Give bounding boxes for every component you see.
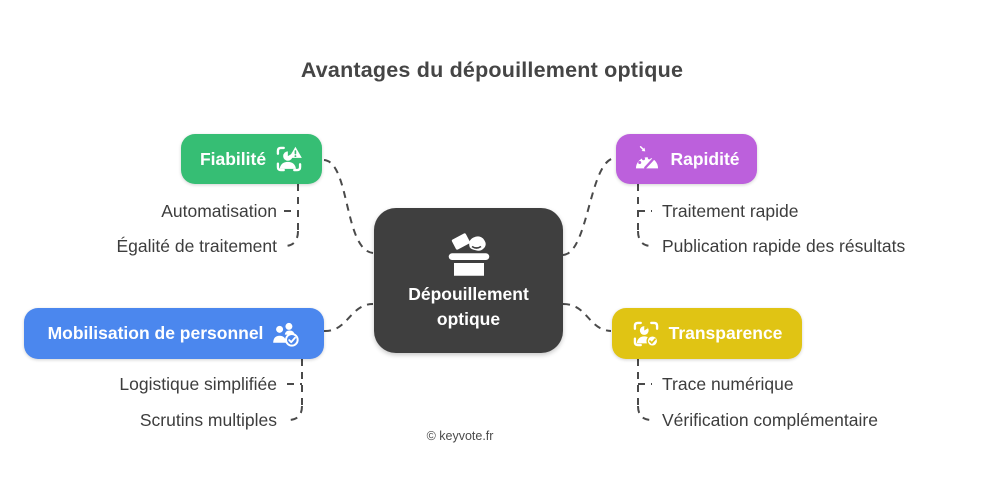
face-scan-alert-icon [275, 145, 303, 173]
link-transparence-center [562, 303, 612, 332]
link-verification [637, 405, 653, 421]
child-traitement-rapide: Traitement rapide [662, 201, 799, 221]
face-scan-check-icon [632, 320, 660, 348]
branch-label-transparence: Transparence [668, 323, 783, 343]
link-rapidite-center [562, 157, 616, 256]
link-egalite [283, 230, 299, 247]
branch-label-rapidite: Rapidité [670, 148, 740, 169]
ballot-box-icon [440, 230, 498, 282]
branch-label-fiabilite: Fiabilité [199, 148, 267, 169]
branch-node-mobilisation[interactable]: Mobilisation de personnel [24, 308, 324, 359]
copyright-watermark: © keyvote.fr [426, 429, 494, 443]
page-title: Avantages du dépouillement optique [300, 58, 684, 82]
center-label-line1: Dépouillement [408, 284, 529, 304]
child-egalite-de-traitement: Égalité de traitement [116, 236, 277, 256]
branch-node-fiabilite[interactable]: Fiabilité [181, 134, 322, 184]
child-scrutins-multiples: Scrutins multiples [139, 410, 277, 430]
center-label-line2: optique [436, 308, 501, 329]
child-verification-complementaire: Vérification complémentaire [662, 410, 878, 430]
link-publication [637, 230, 653, 247]
speedometer-icon [633, 145, 661, 173]
link-mobilisation-center [323, 303, 374, 333]
branch-node-transparence[interactable]: Transparence [612, 308, 802, 359]
child-automatisation: Automatisation [161, 201, 277, 221]
people-check-icon [272, 320, 300, 348]
child-trace-numerique: Trace numérique [662, 374, 794, 394]
child-publication-rapide: Publication rapide des résultats [662, 236, 906, 256]
link-scrutins [287, 405, 303, 421]
branch-label-mobilisation: Mobilisation de personnel [47, 323, 264, 343]
center-node-depouillement-optique[interactable]: Dépouillement optique [374, 208, 563, 353]
child-logistique-simplifiee: Logistique simplifiée [119, 374, 277, 394]
branch-node-rapidite[interactable]: Rapidité [616, 134, 757, 184]
link-fiabilite-center [323, 159, 374, 254]
